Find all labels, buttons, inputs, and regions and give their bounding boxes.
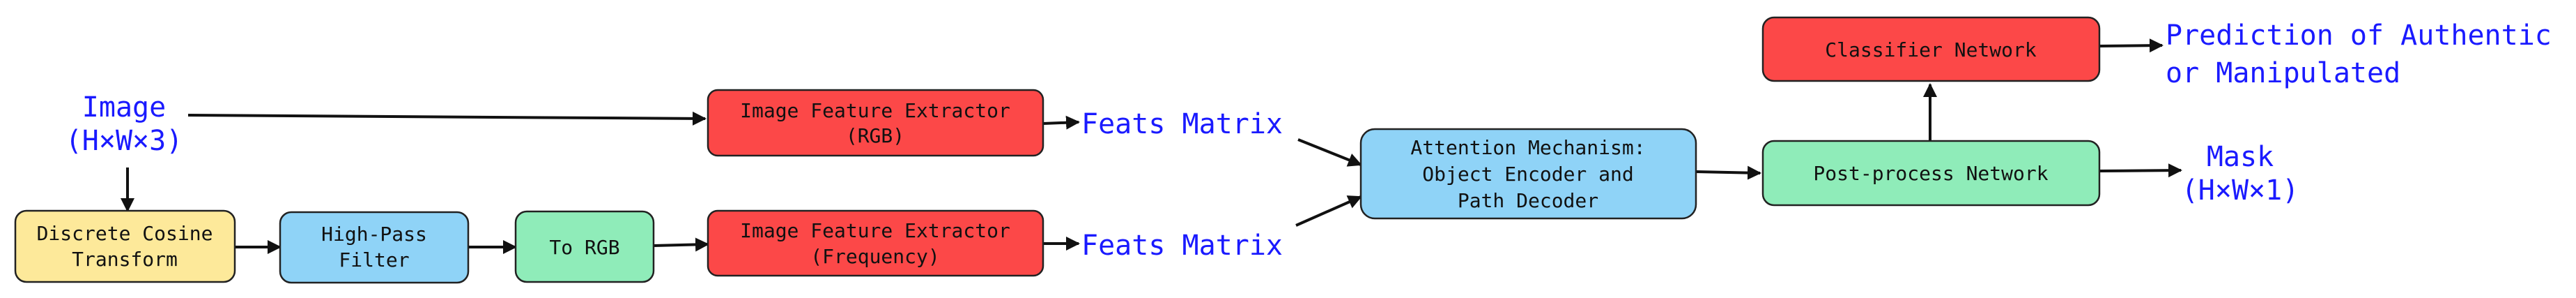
- node-postprocess-label: Post-process Network: [1813, 162, 2048, 185]
- node-torgb: To RGB: [514, 210, 655, 283]
- prediction-output-label-2: or Manipulated: [2166, 57, 2400, 89]
- mask-output-dims: (H×W×1): [2182, 174, 2299, 207]
- node-torgb-label: To RGB: [549, 236, 619, 259]
- input-image-label: Image: [82, 91, 166, 124]
- feats-matrix-rgb-label: Feats Matrix: [1081, 108, 1283, 140]
- node-hpf-label-2: Filter: [339, 248, 409, 271]
- node-attention-box: [1359, 128, 1697, 220]
- node-dct-label-1: Discrete Cosine: [37, 222, 213, 245]
- edge-image-to-ife-rgb: [187, 111, 707, 126]
- node-ife-freq-box: [707, 209, 1044, 277]
- node-dct: Discrete Cosine Transform: [14, 209, 236, 283]
- node-ife-rgb-label-2: (RGB): [846, 124, 904, 147]
- node-postprocess: Post-process Network: [1761, 140, 2101, 207]
- node-dct-label-2: Transform: [72, 248, 178, 271]
- edge-postprocess-to-mask: [2099, 163, 2182, 178]
- edge-ife-rgb-to-feats: [1042, 115, 1080, 130]
- input-image-dims: (H×W×3): [65, 125, 183, 157]
- node-hpf: High-Pass Filter: [279, 211, 470, 284]
- node-classifier: Classifier Network: [1761, 16, 2101, 82]
- node-dct-box: [14, 209, 236, 283]
- node-attention: Attention Mechanism: Object Encoder and …: [1359, 128, 1697, 220]
- node-attention-label-2: Object Encoder and: [1422, 163, 1633, 186]
- node-torgb-box: [514, 210, 655, 283]
- edge-classifier-to-prediction: [2099, 38, 2164, 53]
- edge-attention-to-postprocess: [1695, 165, 1761, 180]
- edge-feats-rgb-to-attention: [1297, 138, 1362, 167]
- node-ife-rgb-box: [707, 89, 1044, 157]
- node-ife-freq-label-2: (Frequency): [810, 245, 939, 268]
- node-ife-rgb-label-1: Image Feature Extractor: [740, 99, 1010, 122]
- node-ife-rgb: Image Feature Extractor (RGB): [707, 89, 1044, 157]
- feats-matrix-freq-label: Feats Matrix: [1081, 230, 1283, 262]
- node-postprocess-box: [1761, 140, 2101, 207]
- node-ife-freq: Image Feature Extractor (Frequency): [707, 209, 1044, 277]
- node-hpf-box: [279, 211, 470, 284]
- node-attention-label-1: Attention Mechanism:: [1410, 136, 1645, 159]
- mask-output-label: Mask: [2207, 141, 2274, 173]
- edge-feats-freq-to-attention: [1295, 195, 1362, 227]
- node-classifier-box: [1761, 16, 2101, 82]
- prediction-output-label-1: Prediction of Authentic: [2166, 20, 2552, 52]
- node-attention-label-3: Path Decoder: [1458, 189, 1598, 212]
- edge-torgb-to-ife-freq: [653, 237, 709, 252]
- node-ife-freq-label-1: Image Feature Extractor: [740, 219, 1010, 242]
- node-classifier-label: Classifier Network: [1825, 38, 2037, 61]
- node-hpf-label-1: High-Pass: [321, 223, 427, 246]
